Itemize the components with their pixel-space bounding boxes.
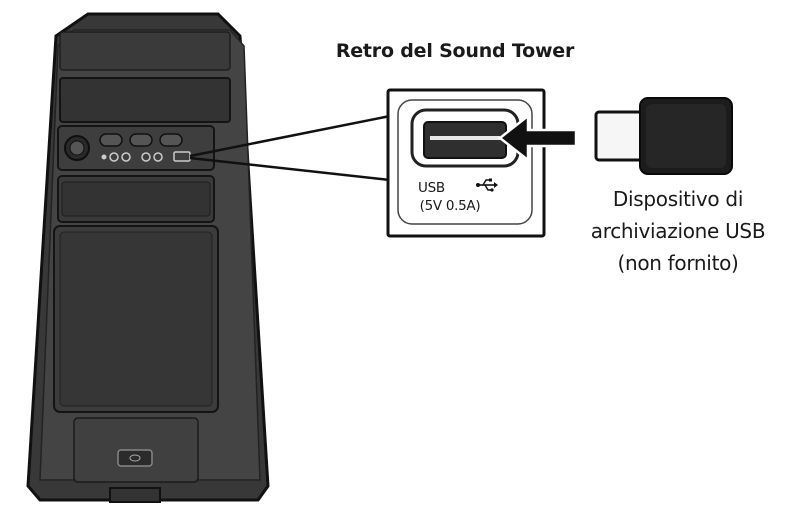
bottom-handle-slot: [117, 449, 153, 467]
control-jack-2: [121, 152, 131, 162]
control-dot-1: [101, 154, 107, 160]
speaker-grille-inner: [59, 231, 213, 407]
tower-foot: [109, 487, 161, 503]
usb-plug-connector: [594, 110, 646, 162]
tower-usb-port: [173, 151, 191, 162]
usb-symbol-icon: [476, 178, 498, 192]
top-handle-panel: [59, 31, 231, 71]
control-button-3: [159, 133, 183, 147]
middle-panel-inner: [61, 181, 211, 217]
control-jack-3: [141, 152, 151, 162]
control-jack-4: [153, 152, 163, 162]
volume-knob-cap: [69, 140, 85, 156]
arrow-left-icon: [497, 113, 578, 163]
sound-tower-rear-title: Retro del Sound Tower: [335, 40, 575, 62]
usb-port-label: USB: [418, 180, 445, 196]
control-button-1: [99, 133, 123, 147]
usb-storage-device: [594, 97, 733, 175]
usb-port-rating-label: (5V 0.5A): [419, 198, 481, 214]
callout-line-top: [189, 114, 391, 158]
usb-stick-face: [646, 104, 726, 168]
usb-device-label-line-1: Dispositivo di: [612, 187, 744, 211]
control-jack-1: [109, 152, 119, 162]
control-button-2: [129, 133, 153, 147]
usb-device-label-line-2: archiviazione USB: [590, 219, 766, 243]
sound-tower: [26, 12, 270, 503]
usb-device-label: Dispositivo di archiviazione USB (non fo…: [555, 183, 801, 279]
top-display-panel: [59, 77, 231, 123]
callout-line-bottom: [189, 156, 391, 182]
usb-device-label-line-3: (non fornito): [617, 251, 739, 275]
bottom-logo: [129, 454, 141, 462]
port-callout-box: [386, 88, 546, 238]
